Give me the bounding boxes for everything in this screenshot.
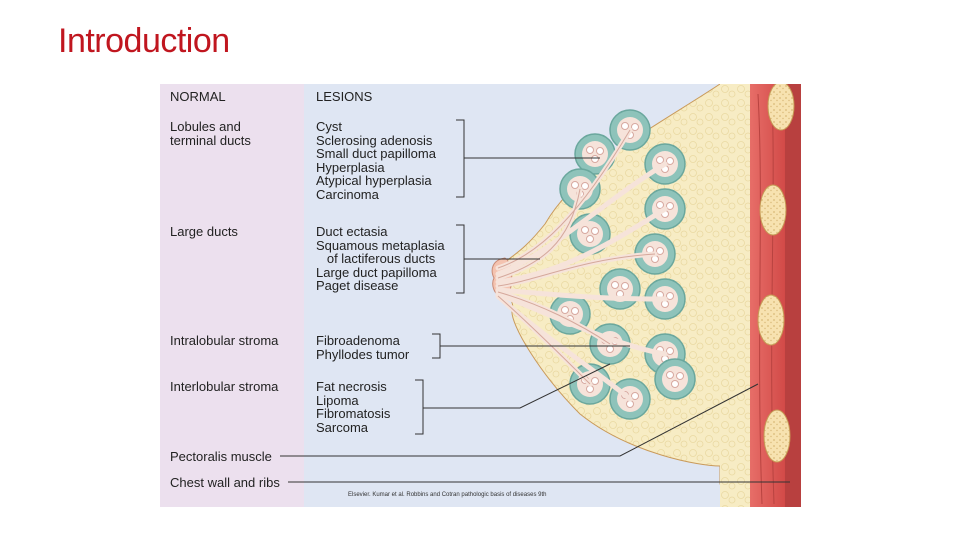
lesion-label: Large duct papilloma [316,264,437,280]
lesion-label: Lipoma [316,392,359,408]
lesion-label: Small duct papilloma [316,146,436,162]
duct-outlines [497,129,656,385]
lesion-label: Cyst [316,119,342,134]
slide-title: Introduction [58,22,230,60]
lesion-label: Fibromatosis [316,406,391,422]
breast-anatomy-illustration [160,84,801,507]
lesion-label: Sarcoma [316,419,369,435]
lesion-label: Atypical hyperplasia [316,173,432,189]
leader-lines [280,157,790,483]
normal-pectoralis-label: Pectoralis muscle [170,449,272,464]
rib [763,409,791,463]
normal-header: NORMAL [170,89,226,104]
chest-wall [785,84,801,507]
lesion-label: Fat necrosis [316,379,387,394]
lesion-label: Phyllodes tumor [316,346,410,362]
figure-credit: Elsevier. Kumar et al. Robbins and Cotra… [348,492,547,498]
rib [757,294,785,346]
rib [767,84,795,131]
normal-interlobular-label: Interlobular stroma [170,379,279,394]
lesion-label: Squamous metaplasia [316,237,445,253]
normal-lobules-label: Lobules and terminal ducts [170,119,251,148]
lesion-label: Duct ectasia [316,224,388,239]
normal-chest-wall-label: Chest wall and ribs [170,475,280,490]
lesion-label: Sclerosing adenosis [316,132,433,148]
lesion-label: Fibroadenoma [316,333,400,348]
rib [759,184,787,236]
lesion-label: Carcinoma [316,187,379,202]
breast-anatomy-figure: NORMAL LESIONS Lobules and terminal duct… [160,84,801,507]
normal-large-ducts-label: Large ducts [170,224,238,239]
lesion-label: Hyperplasia [316,159,385,175]
chest-wall-fat [720,84,750,507]
normal-panel [160,84,304,507]
lesion-label: Paget disease [316,278,399,294]
lesion-label: of lactiferous ducts [316,251,436,267]
normal-intralobular-label: Intralobular stroma [170,333,279,348]
lesions-header: LESIONS [316,89,373,104]
